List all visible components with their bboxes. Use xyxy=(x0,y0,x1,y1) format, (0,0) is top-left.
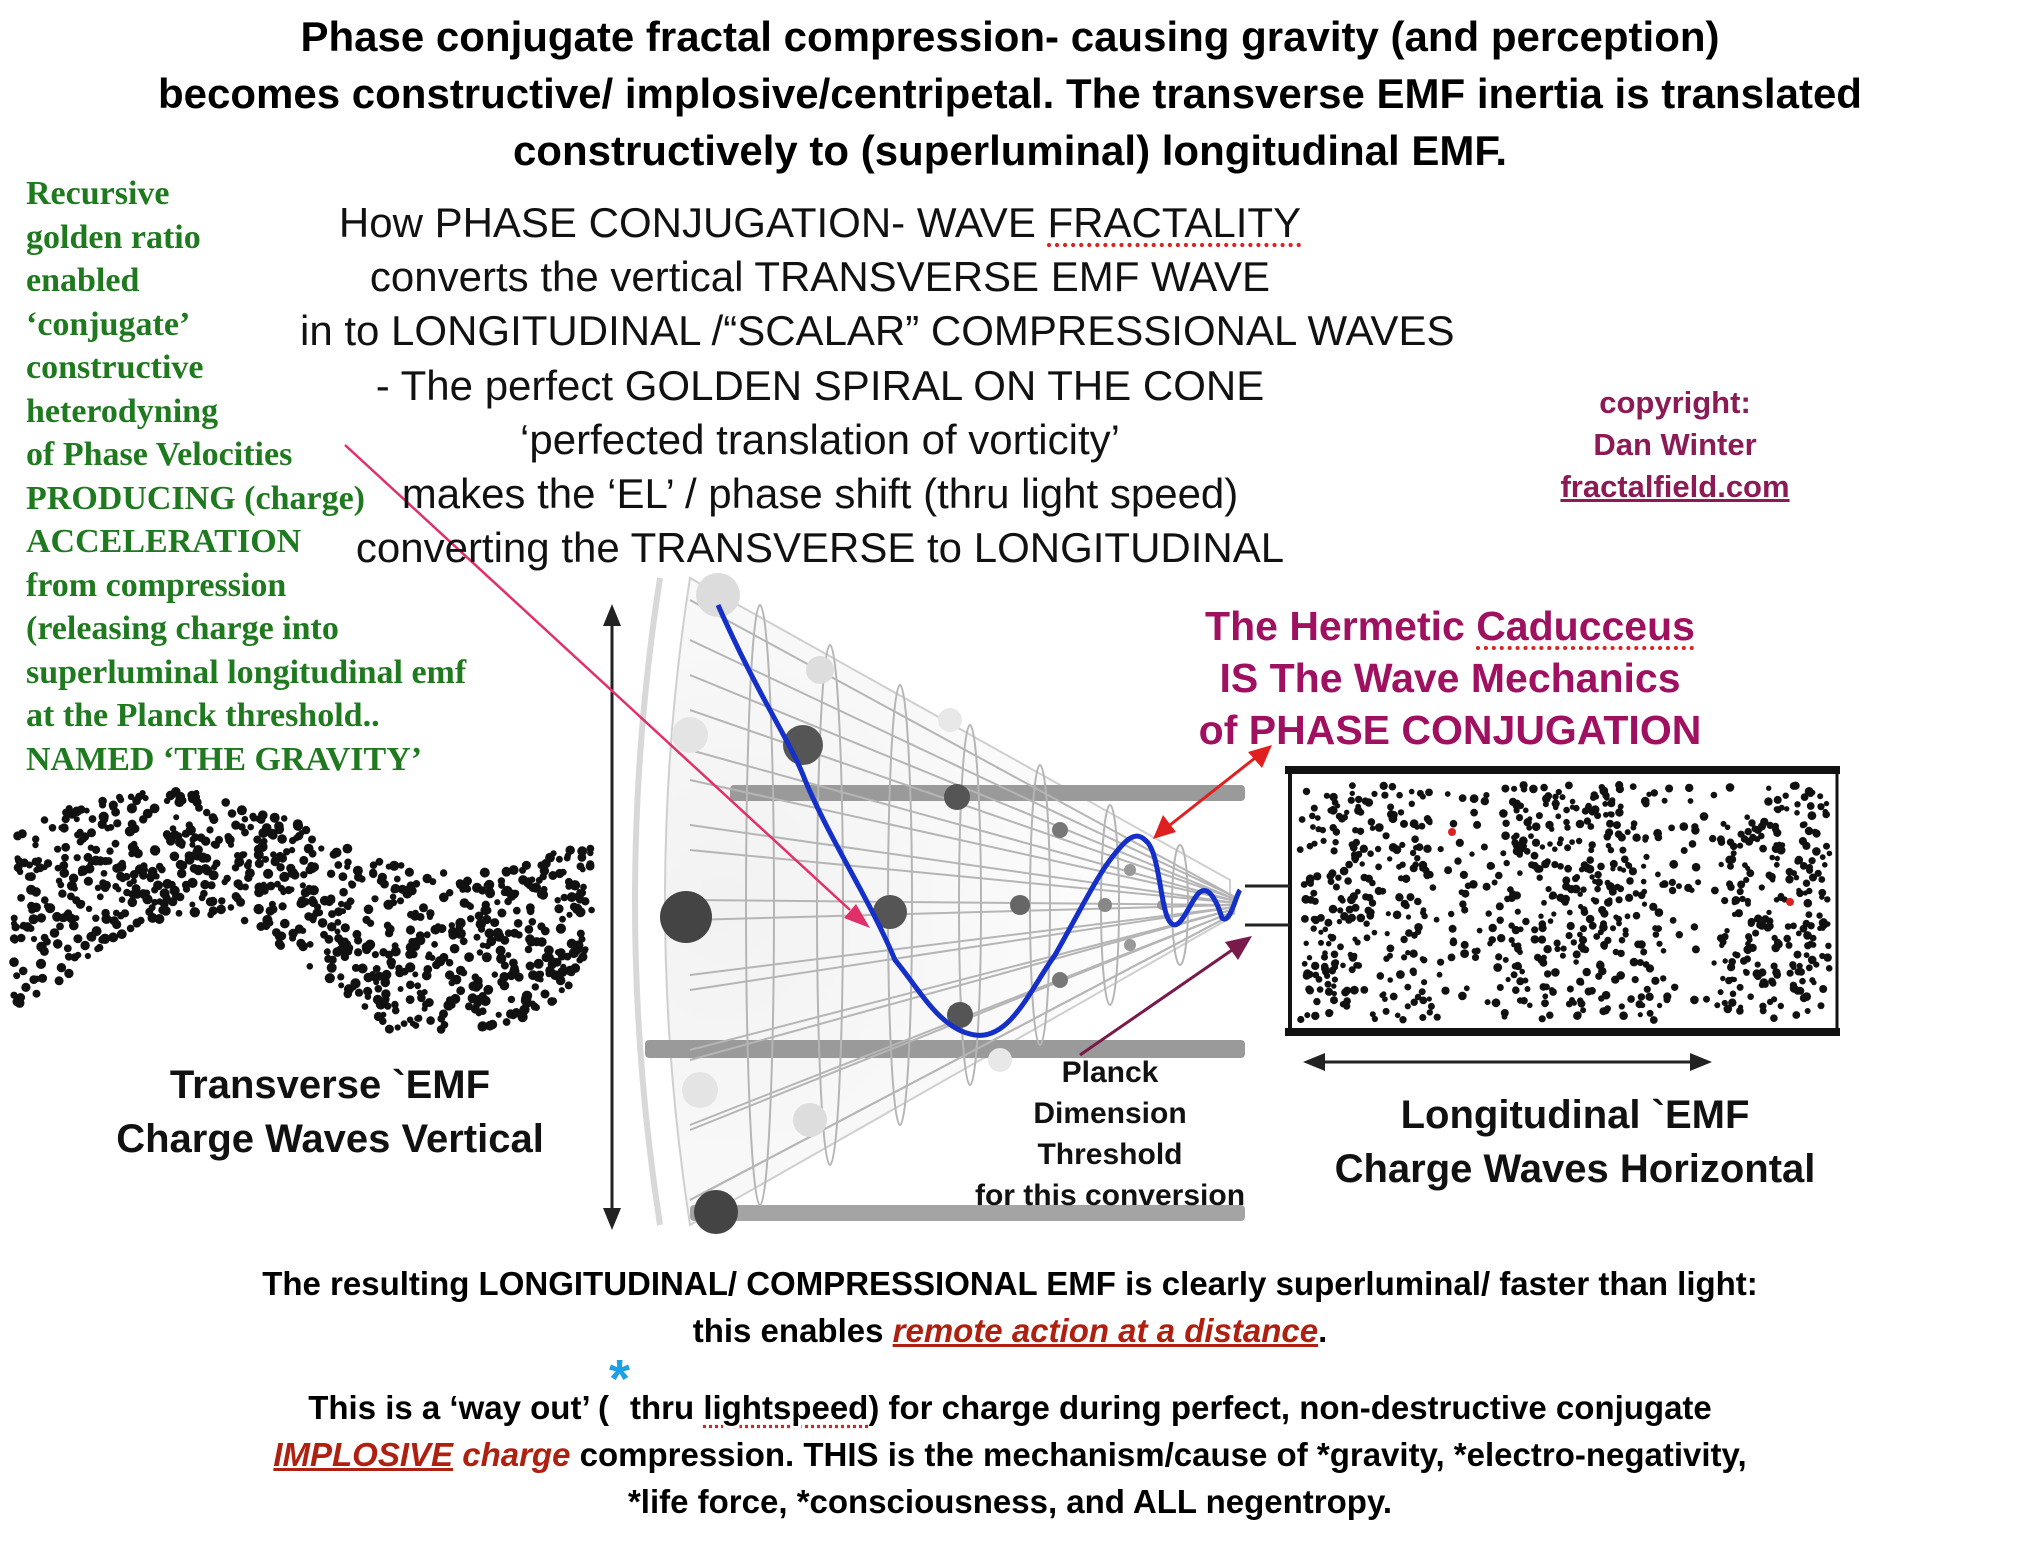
footer-line-2-text: this enables xyxy=(692,1312,893,1349)
footer-line-4: IMPLOSIVE charge compression. THIS is th… xyxy=(0,1431,2020,1478)
pink-arrow xyxy=(344,444,870,928)
title-line-1: Phase conjugate fractal compression- cau… xyxy=(300,13,1720,60)
green-line: PRODUCING (charge) xyxy=(26,479,365,517)
purple-arrow xyxy=(1079,936,1252,1057)
green-line: at the Planck threshold.. xyxy=(26,697,380,734)
planck-line-1: Planck xyxy=(1061,1056,1159,1089)
green-line: ‘conjugate’ xyxy=(26,305,191,343)
caducceus-word: Caducceus xyxy=(1476,603,1695,649)
how-line-1-text: How PHASE CONJUGATION- WAVE xyxy=(338,199,1048,246)
green-line: Recursive xyxy=(26,175,170,212)
red-double-arrow xyxy=(1153,745,1272,839)
copyright-name: Dan Winter xyxy=(1593,427,1757,462)
footer-line-5: *life force, *consciousness, and ALL neg… xyxy=(627,1483,1393,1520)
longitudinal-box xyxy=(1285,766,1840,1036)
footer-text: The resulting LONGITUDINAL/ COMPRESSIONA… xyxy=(0,1260,2020,1525)
transverse-dot-field xyxy=(9,787,595,1034)
transverse-line-1: Transverse `EMF xyxy=(169,1063,491,1107)
remote-action-link[interactable]: remote action at a distance xyxy=(892,1312,1319,1349)
green-line: enabled xyxy=(26,262,140,299)
hermetic-line-2: IS The Wave Mechanics xyxy=(1219,655,1681,701)
how-line-3: in to LONGITUDINAL /“SCALAR” COMPRESSION… xyxy=(300,307,1455,355)
planck-label: Planck Dimension Threshold for this conv… xyxy=(960,1052,1260,1216)
green-line: of Phase Velocities xyxy=(26,436,293,473)
longitudinal-line-1: Longitudinal `EMF xyxy=(1400,1093,1750,1137)
green-line: ACCELERATION xyxy=(26,523,302,560)
green-line: superluminal longitudinal emf xyxy=(26,653,467,691)
hermetic-line-1: The Hermetic Caducceus xyxy=(1150,600,1750,652)
asterisk-icon: * xyxy=(608,1349,630,1409)
green-line: from compression xyxy=(26,566,287,604)
footer-thru: thru xyxy=(629,1389,704,1426)
longitudinal-dot-field xyxy=(1296,781,1833,1024)
title-line-2: becomes constructive/ implosive/centripe… xyxy=(158,70,1862,117)
green-line: constructive xyxy=(26,349,204,386)
planck-line-3: Threshold xyxy=(1037,1138,1183,1171)
explanation-block: How PHASE CONJUGATION- WAVE FRACTALITY c… xyxy=(300,196,1455,575)
copyright-label: copyright: xyxy=(1599,385,1751,420)
green-line: NAMED ‘THE GRAVITY’ xyxy=(26,740,423,778)
lightspeed-word: lightspeed xyxy=(703,1389,869,1426)
transverse-line-2: Charge Waves Vertical xyxy=(116,1117,544,1161)
how-line-6: makes the ‘EL’ / phase shift (thru light… xyxy=(401,470,1239,518)
transverse-label: Transverse `EMF Charge Waves Vertical xyxy=(60,1058,600,1166)
how-line-7: converting the TRANSVERSE to LONGITUDINA… xyxy=(355,524,1285,572)
vertical-double-arrow xyxy=(603,604,621,1230)
footer-period: . xyxy=(1318,1312,1328,1349)
footer-line-3: This is a ‘way out’ (*thru lightspeed) f… xyxy=(0,1352,2020,1431)
planck-line-4: for this conversion xyxy=(974,1179,1246,1212)
golden-spiral xyxy=(715,603,1243,1038)
fractality-word: FRACTALITY xyxy=(1047,199,1302,246)
planck-line-2: Dimension xyxy=(1033,1097,1187,1130)
longitudinal-label: Longitudinal `EMF Charge Waves Horizonta… xyxy=(1290,1088,1860,1196)
hermetic-caption: The Hermetic Caducceus IS The Wave Mecha… xyxy=(1150,600,1750,756)
footer-line-3-rest: ) for charge during perfect, non-destruc… xyxy=(868,1389,1712,1426)
how-line-1: How PHASE CONJUGATION- WAVE FRACTALITY xyxy=(300,196,1340,250)
implosive-link[interactable]: IMPLOSIVE xyxy=(273,1436,454,1473)
green-line: heterodyning xyxy=(26,392,219,430)
footer-line-3-text: This is a ‘way out’ ( xyxy=(308,1389,609,1426)
green-annotation: Recursive golden ratio enabled ‘conjugat… xyxy=(26,172,466,781)
page-title: Phase conjugate fractal compression- cau… xyxy=(0,8,2020,179)
green-line: (releasing charge into xyxy=(26,610,339,647)
hermetic-line-3: of PHASE CONJUGATION xyxy=(1198,707,1702,753)
copyright-link[interactable]: fractalfield.com xyxy=(1560,469,1790,504)
copyright-block: copyright: Dan Winter fractalfield.com xyxy=(1540,382,1810,508)
footer-line-4-rest: compression. THIS is the mechanism/cause… xyxy=(570,1436,1747,1473)
how-line-2: converts the vertical TRANSVERSE EMF WAV… xyxy=(369,253,1271,301)
how-line-4: - The perfect GOLDEN SPIRAL ON THE CONE xyxy=(375,361,1265,409)
footer-line-1: The resulting LONGITUDINAL/ COMPRESSIONA… xyxy=(262,1265,1758,1302)
hermetic-line-1-text: The Hermetic xyxy=(1205,603,1477,649)
longitudinal-line-2: Charge Waves Horizontal xyxy=(1334,1147,1816,1191)
green-line: golden ratio xyxy=(26,218,201,256)
charge-word: charge xyxy=(453,1436,571,1473)
footer-line-2: this enables remote action at a distance… xyxy=(0,1307,2020,1354)
how-line-5: ‘perfected translation of vorticity’ xyxy=(520,415,1120,463)
title-line-3: constructively to (superluminal) longitu… xyxy=(512,127,1508,174)
cone-graphic xyxy=(632,573,1290,1234)
horizontal-double-arrow xyxy=(1303,1053,1712,1071)
